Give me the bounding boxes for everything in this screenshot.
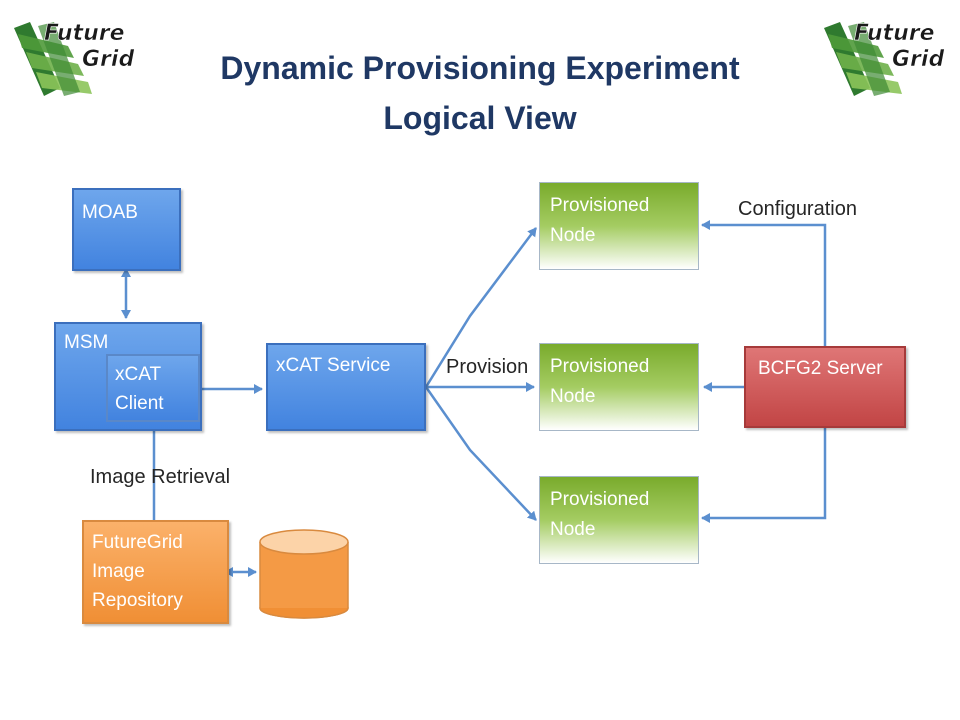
provisioned-node-1-label-1: Provisioned [550, 195, 650, 216]
image-repository-label-1: FutureGrid [92, 532, 183, 553]
edge-configuration-node-1 [701, 220, 827, 346]
provisioned-node-3: Provisioned Node [539, 476, 699, 564]
provisioned-node-1-label-2: Node [550, 225, 596, 246]
slide-subtitle: Logical View [383, 100, 577, 136]
xcat-client-label-2: Client [115, 393, 164, 414]
xcat-service-label: xCAT Service [276, 355, 391, 376]
logo-text-top: Future [854, 21, 935, 46]
futuregrid-logo-left: Future Grid [14, 21, 135, 96]
image-repository-label-2: Image [92, 561, 145, 582]
bcfg2-server-label: BCFG2 Server [758, 358, 883, 379]
image-repository-box: FutureGrid Image Repository [82, 520, 229, 624]
msm-box: MSM xCAT Client [54, 322, 202, 431]
provisioned-node-2-label-2: Node [550, 386, 596, 407]
image-retrieval-label: Image Retrieval [90, 466, 231, 488]
configuration-label: Configuration [738, 198, 857, 220]
provisioned-node-1: Provisioned Node [539, 182, 699, 270]
image-repository-label-3: Repository [92, 590, 183, 611]
provisioned-node-3-label-2: Node [550, 519, 596, 540]
provisioned-node-2: Provisioned Node [539, 343, 699, 431]
futuregrid-logo-icon [824, 22, 902, 96]
logo-text-bottom: Grid [82, 47, 134, 72]
futuregrid-logo-right: Future Grid [824, 21, 945, 96]
xcat-client-box: xCAT Client [106, 354, 200, 422]
logo-text-top: Future [44, 21, 125, 46]
moab-label: MOAB [82, 202, 138, 223]
provisioned-node-2-label-1: Provisioned [550, 356, 650, 377]
database-cylinder [259, 529, 349, 619]
slide-title: Dynamic Provisioning Experiment [220, 50, 740, 86]
edge-provision-node-3 [424, 386, 537, 521]
provisioned-node-3-label-1: Provisioned [550, 489, 650, 510]
logo-text-bottom: Grid [892, 47, 944, 72]
edge-configuration-node-3 [701, 428, 827, 523]
bcfg2-server-box: BCFG2 Server [744, 346, 906, 428]
msm-label: MSM [64, 332, 109, 353]
edge-provision-node-1 [424, 227, 537, 388]
provision-label: Provision [446, 356, 529, 378]
xcat-service-box: xCAT Service [266, 343, 426, 431]
moab-box: MOAB [72, 188, 181, 271]
futuregrid-logo-icon [14, 22, 92, 96]
xcat-client-label-1: xCAT [115, 364, 162, 385]
